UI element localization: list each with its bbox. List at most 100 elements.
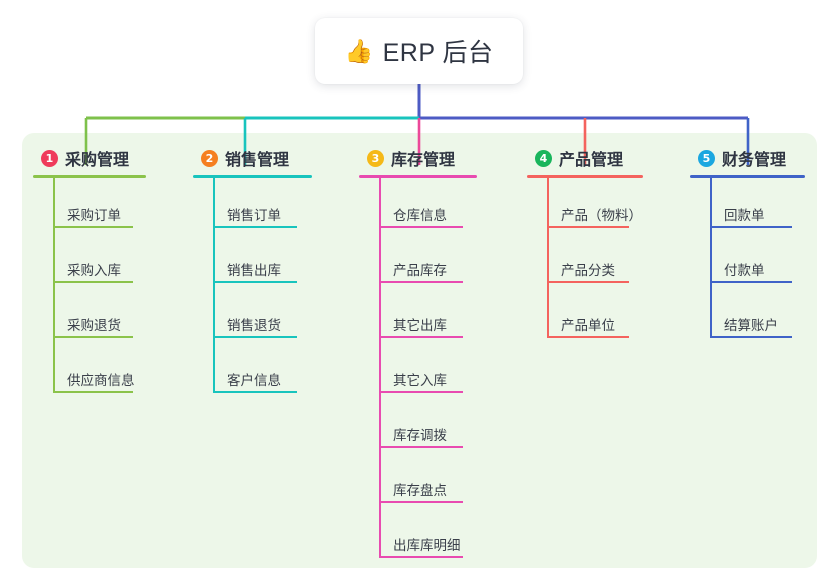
branch-item-label: 付款单 xyxy=(724,263,765,278)
branch-item[interactable]: 销售退货 xyxy=(193,288,312,343)
branch-item-label: 销售退货 xyxy=(227,318,281,333)
branch-item-label: 其它入库 xyxy=(393,373,447,388)
branch-item[interactable]: 采购入库 xyxy=(33,233,146,288)
branch-item[interactable]: 产品单位 xyxy=(527,288,643,343)
branch-items: 采购订单采购入库采购退货供应商信息 xyxy=(33,178,146,398)
branch-item-rule xyxy=(710,281,792,283)
branch-item[interactable]: 库存盘点 xyxy=(359,453,477,508)
branch-items: 产品（物料） 产品分类产品单位 xyxy=(527,178,643,343)
branch-item-rule xyxy=(379,446,463,448)
branch-item[interactable]: 付款单 xyxy=(690,233,805,288)
branch-item-rule xyxy=(53,226,133,228)
branch-item-label: 采购订单 xyxy=(67,208,121,223)
branch-item-rule xyxy=(379,226,463,228)
branch-item[interactable]: 采购订单 xyxy=(33,178,146,233)
branch-item-label: 采购退货 xyxy=(67,318,121,333)
branch-item-label: 仓库信息 xyxy=(393,208,447,223)
branch-item[interactable]: 销售订单 xyxy=(193,178,312,233)
branch-title: 采购管理 xyxy=(65,152,130,169)
branch-item-label: 供应商信息 xyxy=(67,373,135,388)
branch-item-rule xyxy=(213,226,297,228)
branch-item-rule xyxy=(710,226,792,228)
branch-column-1: 1 采购管理采购订单采购入库采购退货供应商信息 xyxy=(33,145,146,398)
branch-column-5: 5 财务管理回款单付款单结算账户 xyxy=(690,145,805,343)
branch-title: 销售管理 xyxy=(225,152,290,169)
root-node-title: ERP 后台 xyxy=(382,39,494,67)
branch-item-label: 客户信息 xyxy=(227,373,281,388)
branch-item[interactable]: 产品库存 xyxy=(359,233,477,288)
branch-item-rule xyxy=(710,336,792,338)
branch-item-label: 销售出库 xyxy=(227,263,281,278)
branch-number-badge: 3 xyxy=(367,149,384,167)
branch-spine xyxy=(547,178,549,338)
branch-item-rule xyxy=(547,226,629,228)
branch-item-label: 产品（物料） xyxy=(561,208,642,223)
branch-header-rule xyxy=(193,175,312,178)
branches-panel xyxy=(22,133,817,568)
branch-item[interactable]: 库存调拨 xyxy=(359,398,477,453)
branch-item-rule xyxy=(213,336,297,338)
branch-item[interactable]: 出库库明细 xyxy=(359,508,477,563)
branch-header-4[interactable]: 4 产品管理 xyxy=(527,145,643,171)
branch-item-rule xyxy=(213,281,297,283)
branch-item[interactable]: 采购退货 xyxy=(33,288,146,343)
branch-item-label: 采购入库 xyxy=(67,263,121,278)
branch-item-label: 结算账户 xyxy=(724,318,778,333)
branch-item-label: 产品库存 xyxy=(393,263,447,278)
branch-item[interactable]: 客户信息 xyxy=(193,343,312,398)
branch-items: 销售订单销售出库销售退货客户信息 xyxy=(193,178,312,398)
branch-items: 回款单付款单结算账户 xyxy=(690,178,805,343)
branch-number-badge: 4 xyxy=(535,149,552,167)
branch-spine xyxy=(379,178,381,558)
branch-spine xyxy=(213,178,215,393)
branch-item[interactable]: 仓库信息 xyxy=(359,178,477,233)
branch-items: 仓库信息产品库存其它出库其它入库库存调拨库存盘点出库库明细 xyxy=(359,178,477,563)
root-node-label: 👍 ERP 后台 xyxy=(344,33,493,69)
branch-item-label: 产品分类 xyxy=(561,263,615,278)
branch-header-rule xyxy=(690,175,805,178)
branch-item-rule xyxy=(53,391,133,393)
branch-header-rule xyxy=(33,175,146,178)
branch-item-label: 回款单 xyxy=(724,208,765,223)
branch-item-rule xyxy=(379,391,463,393)
branch-header-1[interactable]: 1 采购管理 xyxy=(33,145,146,171)
branch-item-rule xyxy=(547,336,629,338)
branch-spine xyxy=(53,178,55,393)
branch-title: 产品管理 xyxy=(559,152,624,169)
branch-item-label: 出库库明细 xyxy=(393,538,461,553)
branch-header-3[interactable]: 3 库存管理 xyxy=(359,145,477,171)
branch-item-label: 库存调拨 xyxy=(393,428,447,443)
branch-column-2: 2 销售管理销售订单销售出库销售退货客户信息 xyxy=(193,145,312,398)
branch-item-rule xyxy=(53,281,133,283)
branch-number-badge: 1 xyxy=(41,149,58,167)
branch-spine xyxy=(710,178,712,338)
branch-item[interactable]: 结算账户 xyxy=(690,288,805,343)
branch-column-3: 3 库存管理仓库信息产品库存其它出库其它入库库存调拨库存盘点出库库明细 xyxy=(359,145,477,563)
branch-item[interactable]: 产品分类 xyxy=(527,233,643,288)
branch-item[interactable]: 其它出库 xyxy=(359,288,477,343)
branch-title: 库存管理 xyxy=(391,152,456,169)
branch-title: 财务管理 xyxy=(722,152,787,169)
branch-item-rule xyxy=(379,501,463,503)
branch-column-4: 4 产品管理产品（物料） 产品分类产品单位 xyxy=(527,145,643,343)
branch-item-label: 销售订单 xyxy=(227,208,281,223)
branch-item-label: 产品单位 xyxy=(561,318,615,333)
branch-item[interactable]: 回款单 xyxy=(690,178,805,233)
branch-item[interactable]: 供应商信息 xyxy=(33,343,146,398)
branch-item-rule xyxy=(379,281,463,283)
branch-item[interactable]: 产品（物料） xyxy=(527,178,643,233)
branch-header-2[interactable]: 2 销售管理 xyxy=(193,145,312,171)
branch-number-badge: 5 xyxy=(698,149,715,167)
branch-item[interactable]: 销售出库 xyxy=(193,233,312,288)
branch-item-rule xyxy=(379,556,463,558)
branch-item[interactable]: 其它入库 xyxy=(359,343,477,398)
branch-number-badge: 2 xyxy=(201,149,218,167)
branch-header-rule xyxy=(527,175,643,178)
branch-item-label: 其它出库 xyxy=(393,318,447,333)
root-node[interactable]: 👍 ERP 后台 xyxy=(315,18,523,84)
branch-header-5[interactable]: 5 财务管理 xyxy=(690,145,805,171)
branch-item-label: 库存盘点 xyxy=(393,483,447,498)
branch-item-rule xyxy=(547,281,629,283)
